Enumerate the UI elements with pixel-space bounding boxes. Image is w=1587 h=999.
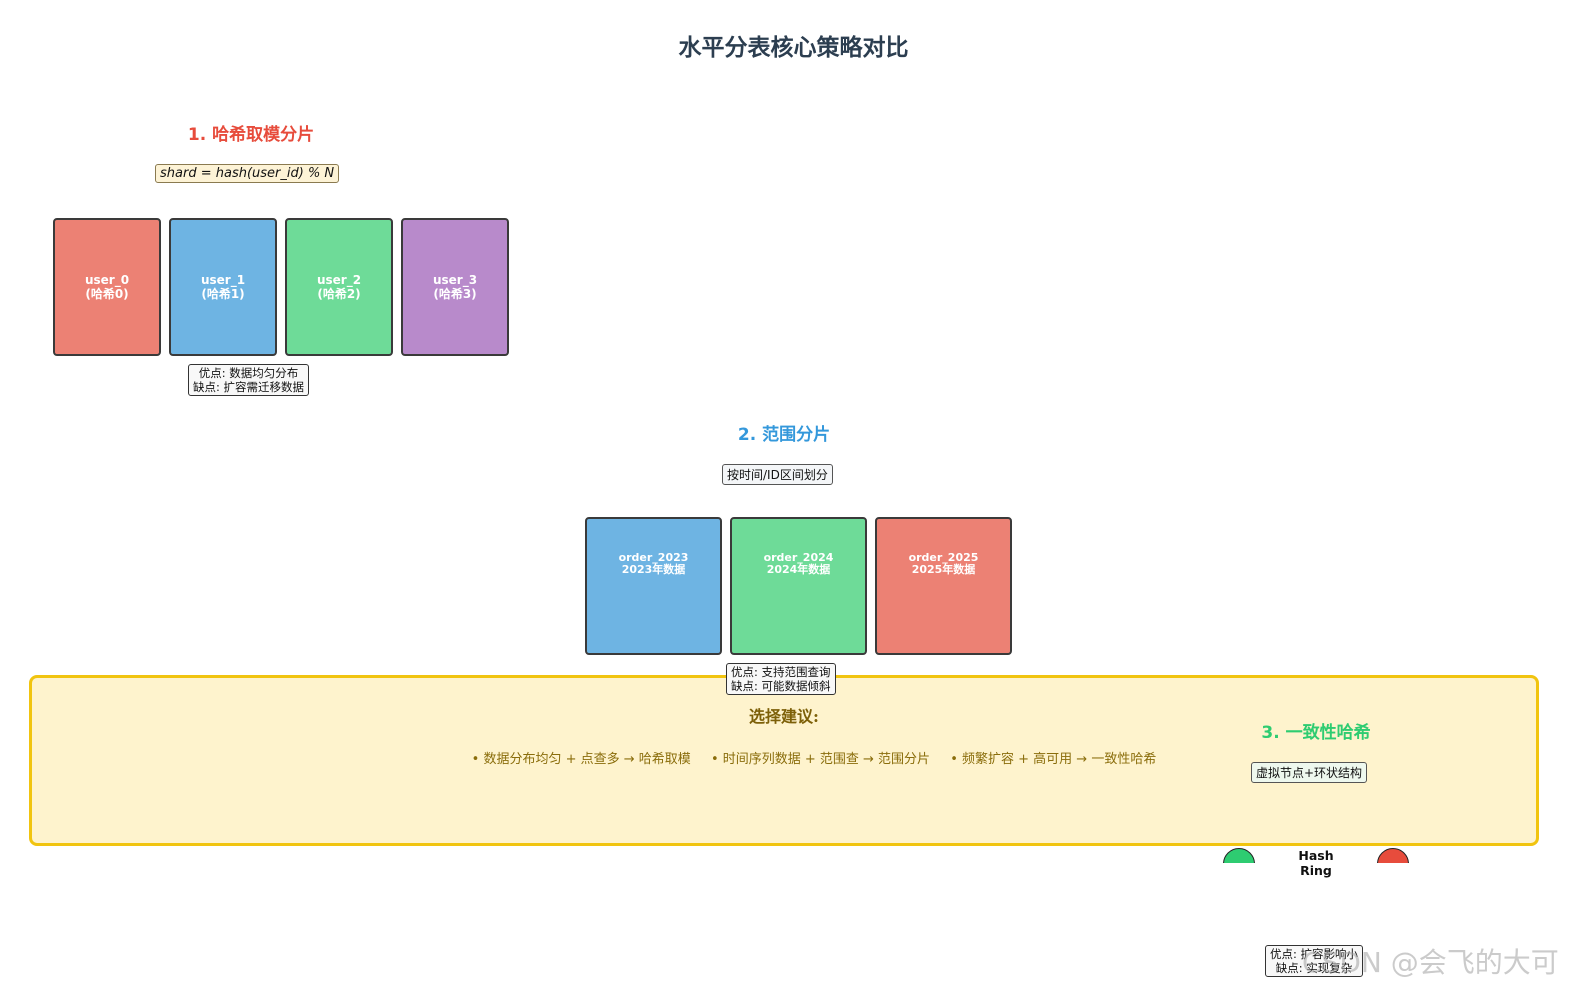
ring-label-line-1: Hash: [1298, 848, 1334, 863]
shard-order-2024: order_2024 2024年数据: [730, 517, 867, 655]
advice-item: • 数据分布均匀 + 点查多 → 哈希取模: [471, 752, 691, 767]
ring-label: Hash Ring: [1286, 848, 1346, 878]
consistent-section-title: 3. 一致性哈希: [1261, 723, 1371, 743]
hash-section-title: 1. 哈希取模分片: [187, 125, 315, 145]
watermark: CSDN @会飞的大可: [1302, 946, 1559, 979]
shard-sub: (哈希2): [317, 287, 361, 301]
consistent-note: 虚拟节点+环状结构: [1251, 762, 1368, 783]
shard-name: order_2025: [908, 551, 979, 564]
shard-name: user_0: [84, 273, 130, 287]
ring-node-green: [1223, 847, 1255, 863]
advice-title: 选择建议:: [749, 707, 819, 726]
shard-sub: 2025年数据: [911, 563, 976, 576]
shard-sub: (哈希1): [201, 287, 245, 301]
advice-list: • 数据分布均匀 + 点查多 → 哈希取模 • 时间序列数据 + 范围查 → 范…: [29, 748, 1587, 767]
shard-sub: (哈希0): [85, 287, 129, 301]
range-pros-cons: 优点: 支持范围查询 缺点: 可能数据倾斜: [726, 663, 836, 695]
hash-pros: 优点: 数据均匀分布: [198, 366, 299, 380]
advice-item: • 时间序列数据 + 范围查 → 范围分片: [710, 752, 931, 767]
shard-name: user_1: [200, 273, 246, 287]
range-section-title: 2. 范围分片: [737, 425, 831, 445]
consistent-pros: 优点: 扩容影响小: [1270, 947, 1359, 961]
shard-order-2025: order_2025 2025年数据: [875, 517, 1012, 655]
consistent-cons: 缺点: 实现复杂: [1275, 961, 1353, 975]
shard-name: user_3: [432, 273, 478, 287]
shard-user-3: user_3 (哈希3): [401, 218, 509, 356]
advice-item: • 频繁扩容 + 高可用 → 一致性哈希: [950, 752, 1157, 767]
shard-name: user_2: [316, 273, 362, 287]
hash-pros-cons: 优点: 数据均匀分布 缺点: 扩容需迁移数据: [188, 364, 310, 396]
shard-sub: (哈希3): [433, 287, 477, 301]
shard-user-0: user_0 (哈希0): [53, 218, 161, 356]
page-title: 水平分表核心策略对比: [678, 34, 909, 61]
shard-order-2023: order_2023 2023年数据: [585, 517, 722, 655]
range-cons: 缺点: 可能数据倾斜: [731, 679, 831, 693]
advice-panel: [29, 675, 1539, 846]
ring-node-red: [1377, 847, 1409, 863]
shard-sub: 2023年数据: [621, 563, 686, 576]
shard-sub: 2024年数据: [766, 563, 831, 576]
shard-name: order_2023: [618, 551, 689, 564]
ring-label-line-2: Ring: [1300, 863, 1332, 878]
range-note: 按时间/ID区间划分: [722, 464, 833, 485]
shard-user-1: user_1 (哈希1): [169, 218, 277, 356]
hash-cons: 缺点: 扩容需迁移数据: [193, 380, 305, 394]
hash-formula: shard = hash(user_id) % N: [155, 164, 340, 183]
consistent-pros-cons: 优点: 扩容影响小 缺点: 实现复杂: [1265, 945, 1364, 977]
shard-user-2: user_2 (哈希2): [285, 218, 393, 356]
shard-name: order_2024: [763, 551, 834, 564]
range-pros: 优点: 支持范围查询: [731, 665, 831, 679]
